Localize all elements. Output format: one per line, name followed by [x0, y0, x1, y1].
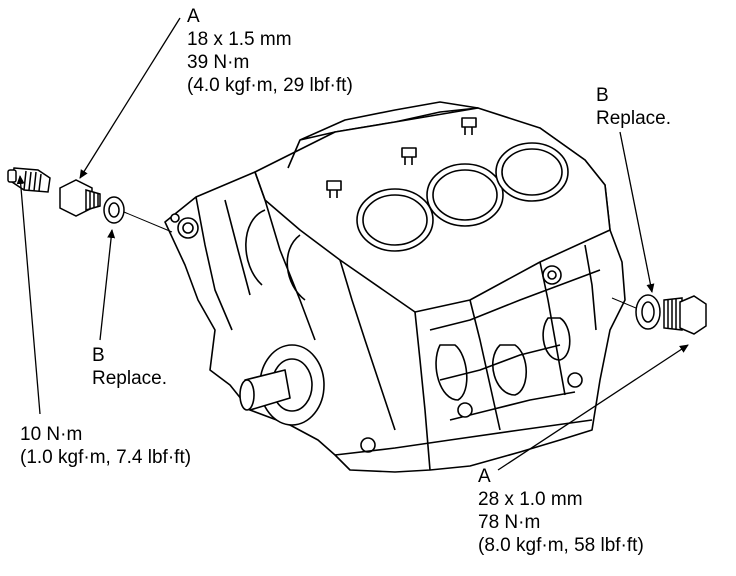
callout-torque-alt: (8.0 kgf·m, 58 lbf·ft) — [478, 535, 644, 556]
washer-right-inner — [641, 301, 655, 323]
crankshaft-nose — [239, 344, 325, 426]
cylinder-bore-3-inner — [501, 148, 563, 196]
plug-right — [663, 295, 707, 335]
washer-right — [635, 294, 661, 330]
sensor-body — [11, 167, 51, 193]
leader-left-b — [99, 229, 116, 341]
left-end-bolt-1 — [170, 213, 180, 223]
left-bank-edge — [287, 101, 479, 169]
callout-thread-size: 28 x 1.0 mm — [478, 489, 583, 510]
cylinder-bore-2-inner — [432, 169, 498, 221]
callout-torque-alt: (4.0 kgf·m, 29 lbf·ft) — [187, 75, 353, 96]
callout-letter: A — [478, 466, 491, 487]
callout-sensor-torque: 10 N·m (1.0 kgf·m, 7.4 lbf·ft) — [20, 423, 191, 469]
callout-thread-size: 18 x 1.5 mm — [187, 29, 292, 50]
gallery-boss-right-1-inner — [547, 270, 557, 280]
gallery-boss-right-2 — [567, 372, 583, 388]
center-line-left — [123, 211, 173, 233]
callout-plug-left: A 18 x 1.5 mm 39 N·m (4.0 kgf·m, 29 lbf·… — [187, 5, 353, 97]
cylinder-bore-1-inner — [362, 194, 428, 246]
callout-plug-right: A 28 x 1.0 mm 78 N·m (8.0 kgf·m, 58 lbf·… — [478, 465, 644, 557]
callout-letter: B — [596, 85, 609, 106]
front-face-pockets — [435, 317, 571, 401]
sensor-bolt — [7, 167, 51, 193]
gallery-boss-right-3 — [457, 402, 473, 418]
left-end-boss-inner — [182, 222, 194, 234]
front-face-webs — [429, 244, 601, 431]
callout-torque-alt: (1.0 kgf·m, 7.4 lbf·ft) — [20, 447, 192, 468]
plug-left — [59, 179, 101, 217]
callout-note: Replace. — [596, 108, 671, 129]
leader-bottom-a — [497, 344, 689, 471]
stud-boss-3 — [461, 117, 477, 128]
sensor-tip — [7, 169, 17, 183]
cylinder-bores — [356, 142, 569, 252]
plug-left-thread-lines — [89, 191, 99, 209]
callout-letter: B — [92, 345, 105, 366]
leader-left-10 — [16, 175, 41, 415]
gallery-boss-right-4 — [360, 437, 376, 453]
stud-boss-1 — [401, 147, 417, 158]
washer-left — [103, 196, 125, 224]
sensor-threads — [23, 170, 42, 192]
leader-top-a — [79, 17, 181, 179]
callout-torque: 10 N·m — [20, 424, 83, 445]
left-bank-studs — [329, 122, 473, 198]
crank-shaft-end — [239, 379, 255, 411]
leader-top-b — [619, 131, 655, 293]
callout-torque: 78 N·m — [478, 512, 541, 533]
engine-block — [164, 101, 626, 473]
callout-torque: 39 N·m — [187, 52, 250, 73]
callout-washer-right: B Replace. — [596, 84, 671, 130]
side-face-ribs — [195, 171, 431, 471]
plug-right-hex — [679, 295, 707, 335]
callout-washer-left: B Replace. — [92, 344, 167, 390]
callout-note: Replace. — [92, 368, 167, 389]
leader-lines — [16, 17, 689, 471]
washer-left-inner — [108, 202, 120, 218]
stud-boss-2 — [326, 180, 342, 191]
plug-right-thread-lines — [667, 299, 677, 329]
center-line-right — [611, 297, 637, 309]
oil-pan-rail — [334, 419, 593, 456]
callout-letter: A — [187, 6, 200, 27]
